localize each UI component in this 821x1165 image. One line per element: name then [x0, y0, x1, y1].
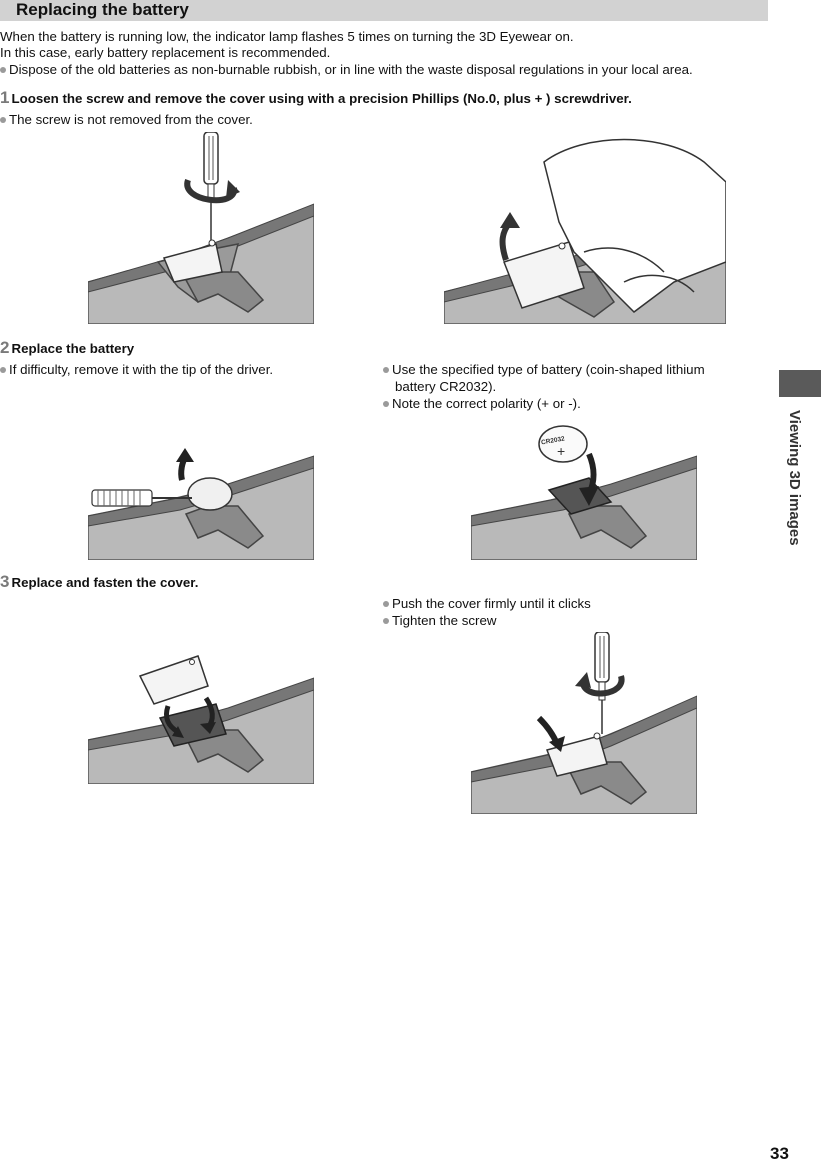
- bullet-text: The screw is not removed from the cover.: [9, 112, 253, 127]
- battery-plus-sign: +: [557, 443, 565, 459]
- bullet-text: Note the correct polarity (+ or -).: [392, 396, 581, 411]
- step-3-note-right-1: Push the cover firmly until it clicks: [383, 596, 591, 612]
- step-2-note-right-1-cont: battery CR2032).: [395, 379, 497, 394]
- step-title: Replace the battery: [11, 341, 135, 356]
- intro-bullet-1: Dispose of the old batteries as non-burn…: [0, 62, 693, 78]
- illustration-insert-battery: CR2032 +: [471, 425, 697, 560]
- step-title: Loosen the screw and remove the cover us…: [11, 91, 632, 106]
- bullet-text: Tighten the screw: [392, 613, 497, 628]
- step-title: Replace and fasten the cover.: [11, 575, 199, 590]
- bullet-icon: [383, 401, 389, 407]
- step-1-note-1: The screw is not removed from the cover.: [0, 112, 253, 128]
- illustration-replace-cover: [88, 655, 314, 784]
- illustration-loosen-screw: [88, 132, 314, 324]
- bullet-text: Push the cover firmly until it clicks: [392, 596, 591, 611]
- bullet-text: Use the specified type of battery (coin-…: [392, 362, 705, 377]
- bullet-text: Dispose of the old batteries as non-burn…: [9, 62, 693, 77]
- bullet-text: If difficulty, remove it with the tip of…: [9, 362, 274, 377]
- step-number: 3: [0, 572, 10, 591]
- step-3-note-right-2: Tighten the screw: [383, 613, 496, 629]
- intro-line-1: When the battery is running low, the ind…: [0, 29, 574, 44]
- bullet-icon: [0, 67, 6, 73]
- page-number: 33: [770, 1144, 789, 1163]
- bullet-icon: [383, 618, 389, 624]
- side-tab-label: Viewing 3D images: [786, 410, 803, 546]
- side-tab-marker: [779, 370, 821, 397]
- step-number: 1: [0, 88, 10, 107]
- step-number: 2: [0, 338, 10, 357]
- step-2-note-right-2: Note the correct polarity (+ or -).: [383, 396, 581, 412]
- intro-line-2: In this case, early battery replacement …: [0, 45, 331, 60]
- illustration-remove-cover: [444, 138, 726, 324]
- bullet-icon: [0, 117, 6, 123]
- bullet-icon: [383, 601, 389, 607]
- illustration-tighten-screw: [471, 632, 697, 814]
- bullet-icon: [383, 367, 389, 373]
- bullet-icon: [0, 367, 6, 373]
- battery-label: CR2032: [541, 435, 566, 446]
- step-2-note-right-1: Use the specified type of battery (coin-…: [383, 362, 705, 378]
- section-header-bar: [0, 0, 768, 21]
- section-title: Replacing the battery: [16, 0, 189, 19]
- illustration-remove-battery: [88, 448, 314, 560]
- step-2-note-left-1: If difficulty, remove it with the tip of…: [0, 362, 273, 378]
